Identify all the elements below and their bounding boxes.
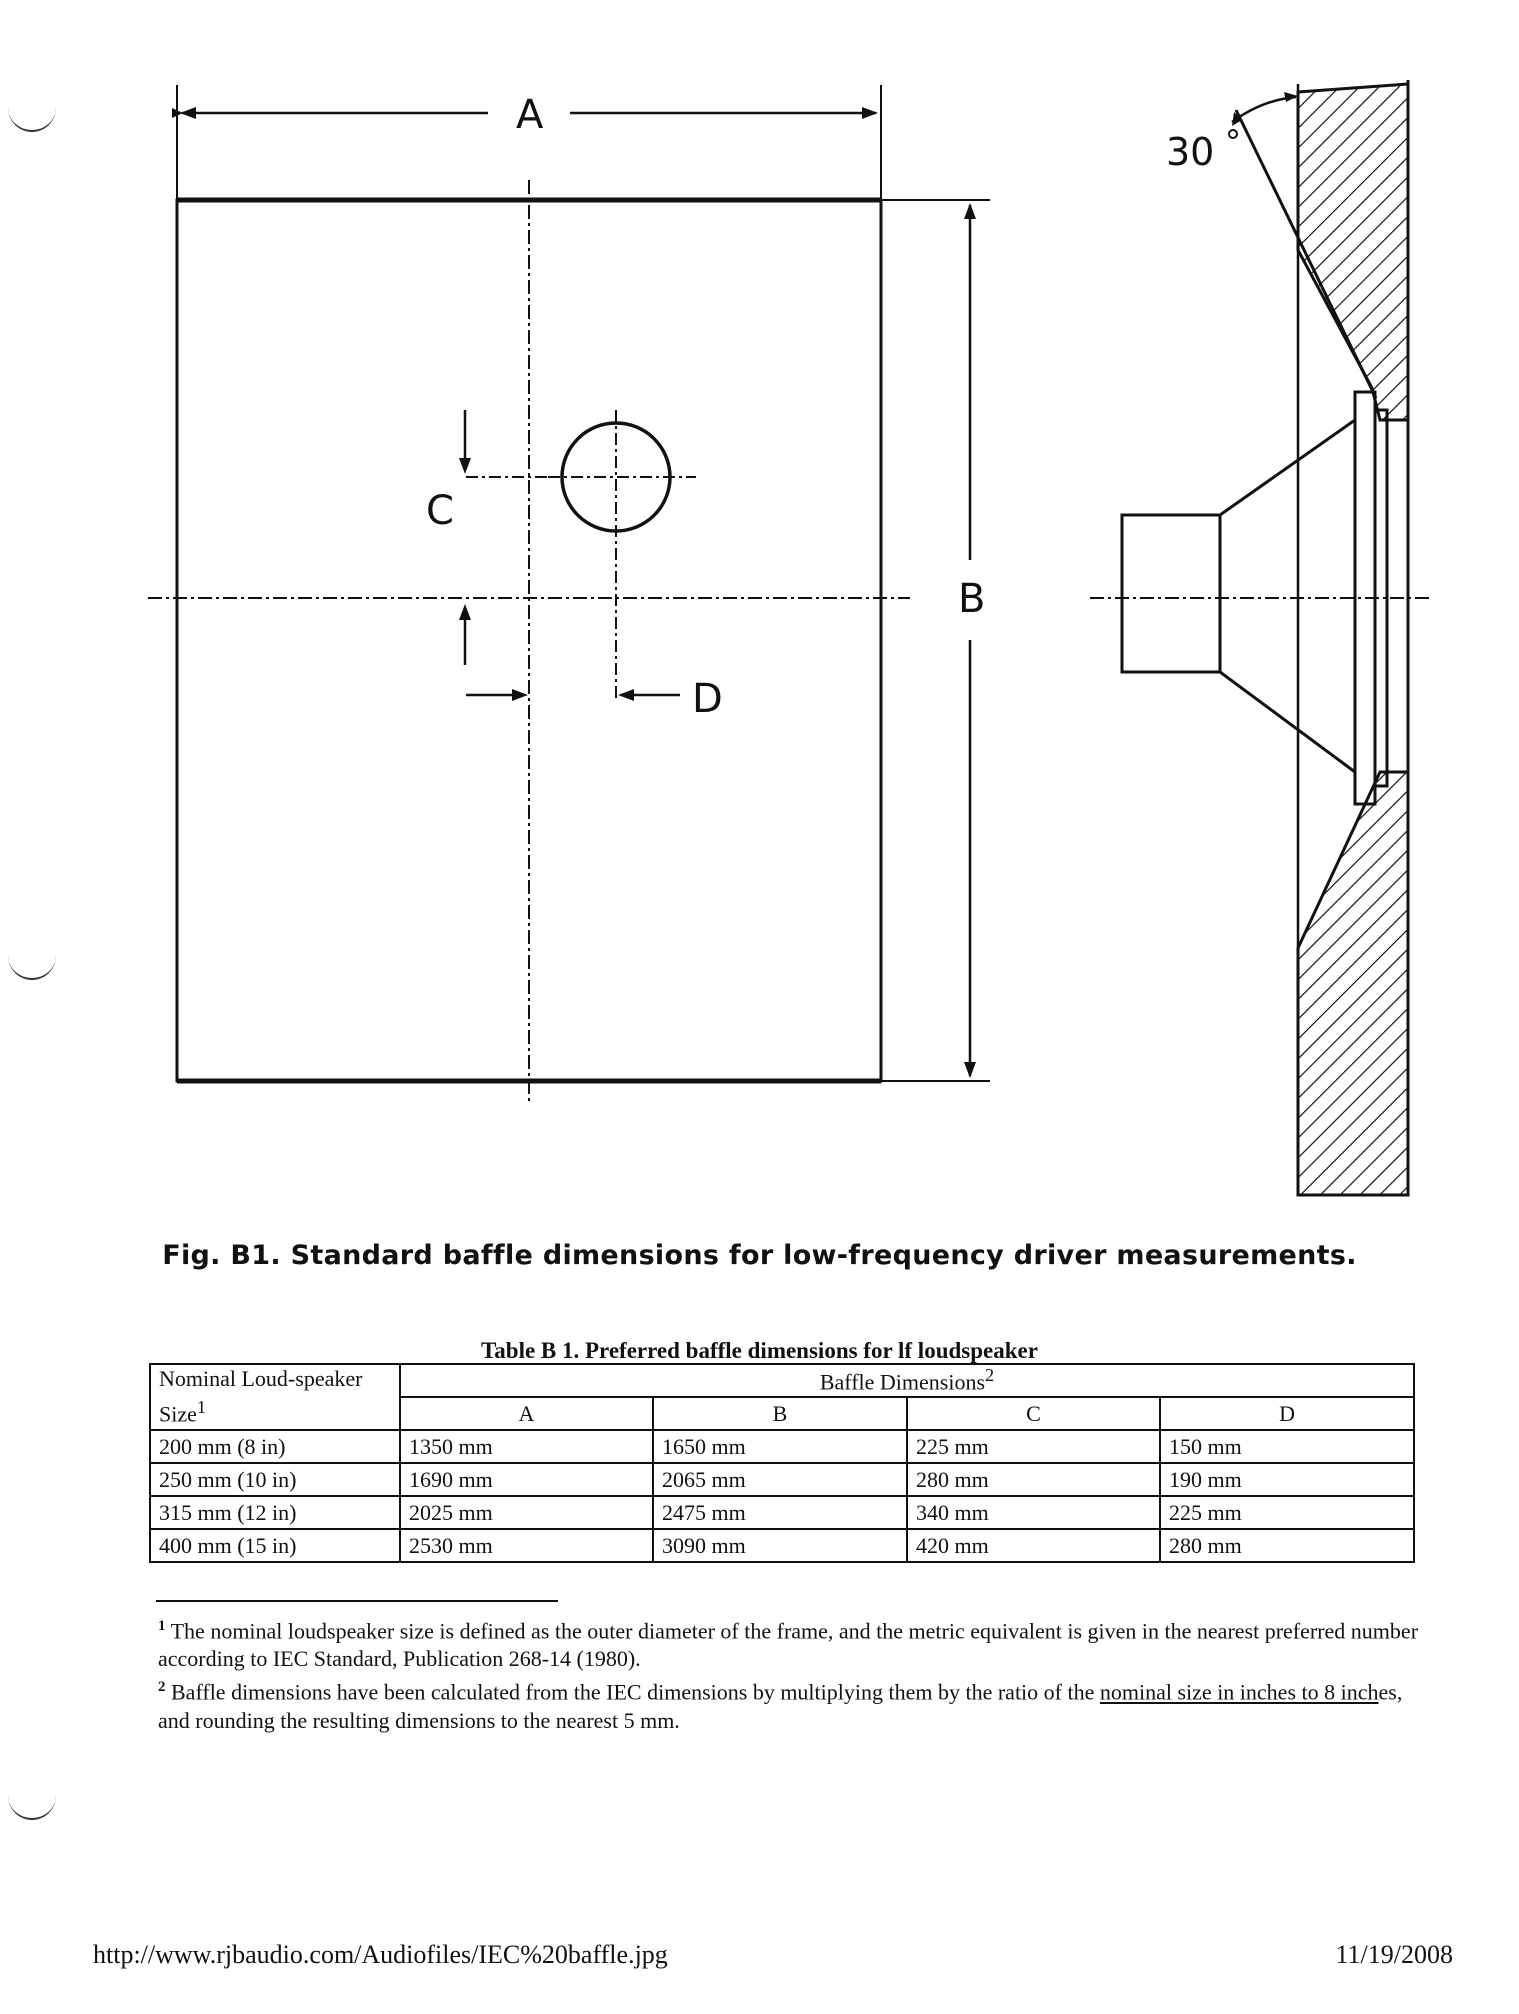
footer-date: 11/19/2008 — [1335, 1940, 1453, 1969]
table-header-row: Nominal Loud-speaker Size1 Baffle Dimens… — [149, 1363, 1416, 1431]
binder-hole-mark — [8, 952, 56, 980]
table-cell: 225 mm — [906, 1429, 1161, 1464]
table-cell: 1690 mm — [399, 1462, 654, 1497]
table-cell: 400 mm (15 in) — [149, 1528, 401, 1563]
table-cell: 200 mm (8 in) — [149, 1429, 401, 1464]
column-header-d: D — [1158, 1396, 1416, 1431]
baffle-section-lower — [1296, 770, 1410, 1197]
table-cell: 2025 mm — [399, 1495, 654, 1530]
table-cell: 2530 mm — [399, 1528, 654, 1563]
table-cell: 280 mm — [1158, 1528, 1416, 1563]
table-row: 200 mm (8 in) 1350 mm 1650 mm 225 mm 150… — [149, 1429, 1416, 1464]
table-cell: 2065 mm — [652, 1462, 908, 1497]
binder-hole-mark — [8, 1792, 56, 1820]
table-cell: 340 mm — [906, 1495, 1161, 1530]
figure-caption: Fig. B1. Standard baffle dimensions for … — [162, 1240, 1357, 1271]
baffle-dimensions-table: Nominal Loud-speaker Size1 Baffle Dimens… — [149, 1363, 1416, 1563]
baffle-section-upper — [1296, 82, 1410, 422]
binder-hole-mark — [8, 104, 56, 132]
table-cell: 1350 mm — [399, 1429, 654, 1464]
table-cell: 1650 mm — [652, 1429, 908, 1464]
table-cell: 280 mm — [906, 1462, 1161, 1497]
column-header-a: A — [399, 1396, 654, 1431]
column-header-b: B — [652, 1396, 908, 1431]
table-cell: 150 mm — [1158, 1429, 1416, 1464]
column-header-c: C — [906, 1396, 1161, 1431]
table-cell: 250 mm (10 in) — [149, 1462, 401, 1497]
table-cell: 225 mm — [1158, 1495, 1416, 1530]
footnote-1: 1 The nominal loudspeaker size is define… — [158, 1618, 1419, 1672]
footer-url: http://www.rjbaudio.com/Audiofiles/IEC%2… — [93, 1940, 668, 1969]
dimensions-column-header: Baffle Dimensions2 — [398, 1363, 1416, 1398]
dimension-c-label: C — [426, 488, 454, 534]
table-row: 250 mm (10 in) 1690 mm 2065 mm 280 mm 19… — [149, 1462, 1416, 1497]
dimension-b-label: B — [958, 576, 985, 622]
table-cell: 2475 mm — [652, 1495, 908, 1530]
footnote-2: 2 Baffle dimensions have been calculated… — [158, 1679, 1403, 1733]
table-subheader-row: A B C D — [150, 1396, 1416, 1431]
table-row: 400 mm (15 in) 2530 mm 3090 mm 420 mm 28… — [149, 1528, 1416, 1563]
table-cell: 315 mm (12 in) — [149, 1495, 401, 1530]
dimension-a-label: A — [516, 92, 544, 138]
table-cell: 420 mm — [906, 1528, 1161, 1563]
table-cell: 3090 mm — [652, 1528, 908, 1563]
table-cell: 190 mm — [1158, 1462, 1416, 1497]
chamfer-angle-label: 30 — [1166, 130, 1214, 174]
footnotes: 1 The nominal loudspeaker size is define… — [158, 1612, 1418, 1735]
size-column-header: Nominal Loud-speaker Size1 — [149, 1363, 401, 1431]
baffle-drawing: A B C D 30 — [148, 80, 1430, 1197]
table-title: Table B 1. Preferred baffle dimensions f… — [481, 1338, 1038, 1363]
footnote-divider — [156, 1600, 558, 1602]
dimension-d-label: D — [692, 676, 723, 722]
table-row: 315 mm (12 in) 2025 mm 2475 mm 340 mm 22… — [149, 1495, 1416, 1530]
